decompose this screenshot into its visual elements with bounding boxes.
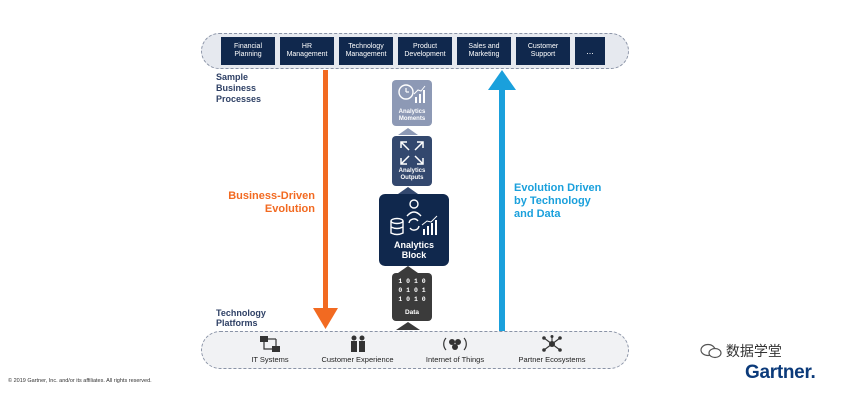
copyright-text: © 2019 Gartner, Inc. and/or its affiliat… [8,378,152,384]
analytics-outputs-label: Analytics Outputs [398,168,426,181]
people-icon [350,335,365,352]
sample-processes-label: Sample Business Processes [216,72,262,104]
iot-icon [443,337,467,351]
connector-outputs-block [398,187,418,194]
network-icon [260,336,280,352]
platform-customer-experience: Customer Experience [310,334,405,368]
process-technology-management: Technology Management [339,37,393,65]
platform-it-systems-label: IT Systems [251,355,289,364]
wechat-label: 数据学堂 [725,343,782,359]
data-block: 1 0 1 0 0 1 0 1 1 0 1 0 Data [392,273,432,321]
wechat-icon [700,343,722,359]
analytics-outputs-block: Analytics Outputs [392,136,432,186]
wechat-watermark: 数据学堂 [700,341,782,361]
platform-it-systems: IT Systems [235,334,305,368]
process-more: ... [575,37,605,65]
tech-driven-arrow [488,70,516,331]
connector-moments-outputs [398,128,418,135]
expand-arrows-icon [400,141,424,165]
connector-platforms-data [396,322,420,330]
ecosystem-icon [542,335,562,352]
tech-driven-label: Evolution Driven by Technology and Data [514,182,602,220]
platform-partner-ecosystems-label: Partner Ecosystems [518,355,586,364]
analytics-moments-block: Analytics Moments [392,80,432,126]
process-hr-management: HR Management [280,37,334,65]
analytics-block-label: Analytics Block [393,240,435,260]
process-financial-planning: Financial Planning [221,37,275,65]
analytics-block-icon [390,199,438,236]
platform-internet-of-things: Internet of Things [412,334,498,368]
data-label: Data [404,309,420,316]
analytics-block: Analytics Block [379,194,449,266]
gartner-logo: Gartner. [745,362,816,383]
data-bits: 1 0 1 0 0 1 0 1 1 0 1 0 [398,278,426,303]
platform-partner-ecosystems: Partner Ecosystems [506,334,598,368]
technology-platforms-label: Technology Platforms [216,308,266,328]
connector-block-data [398,266,418,273]
analytics-moments-label: Analytics Moments [398,109,426,122]
process-sales-marketing: Sales and Marketing [457,37,511,65]
clock-chart-icon [398,84,426,103]
technology-platforms-band [201,331,629,369]
platform-internet-of-things-label: Internet of Things [425,355,485,364]
platform-customer-experience-label: Customer Experience [321,355,394,364]
process-product-development: Product Development [398,37,452,65]
business-driven-arrow [313,70,338,329]
process-customer-support: Customer Support [516,37,570,65]
business-driven-label: Business-Driven Evolution [228,190,315,215]
